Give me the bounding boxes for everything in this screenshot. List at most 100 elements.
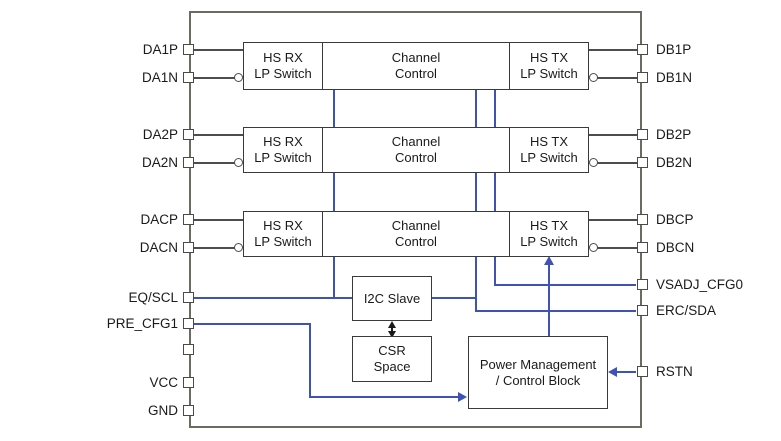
channel-c-row: HS RX LP Switch Channel Control HS TX LP… [243, 211, 589, 257]
block-label: HS TX [529, 218, 569, 233]
pin-label-db2n: DB2N [656, 155, 693, 170]
pin-label-da1n: DA1N [141, 70, 178, 85]
block-label: / Control Block [495, 372, 581, 388]
channel-2-row: HS RX LP Switch Channel Control HS TX LP… [243, 127, 589, 173]
block-label: CSR [378, 343, 406, 358]
bubble-icon [234, 243, 243, 252]
csr-space-block: CSR Space [352, 336, 432, 382]
pin-erc-sda [637, 305, 648, 316]
pin-wire [194, 77, 235, 79]
pre-cfg1-wire [194, 323, 311, 325]
pin-label-rstn: RSTN [656, 364, 693, 379]
bubble-icon [589, 243, 598, 252]
pin-dacp [183, 214, 194, 225]
pin-db1p [637, 44, 648, 55]
block-label: HS RX [263, 134, 303, 149]
pin-wire [194, 49, 243, 51]
pre-cfg1-wire [309, 396, 459, 398]
block-label: Control [395, 66, 437, 81]
pin-db2p [637, 129, 648, 140]
pin-db1n [637, 72, 648, 83]
signal-line [494, 257, 496, 286]
i2c-csr-link [391, 326, 393, 332]
block-label: HS TX [529, 134, 569, 149]
pin-wire [589, 134, 637, 136]
power-management-block: Power Management / Control Block [468, 336, 608, 409]
pin-dbcp [637, 214, 648, 225]
i2c-slave-block: I2C Slave [352, 276, 432, 321]
pin-wire [597, 162, 637, 164]
arrow-up-icon [388, 321, 396, 328]
signal-line [494, 90, 496, 127]
block-label: Channel [391, 50, 441, 65]
block-label: LP Switch [520, 66, 578, 81]
block-label: HS TX [529, 50, 569, 65]
block-label: Channel [391, 134, 441, 149]
channel-1-row: HS RX LP Switch Channel Control HS TX LP… [243, 42, 589, 90]
block-label: LP Switch [254, 66, 312, 81]
hs-rx-lp-switch-block: HS RX LP Switch [244, 128, 322, 172]
pin-wire [194, 219, 243, 221]
block-label: I2C Slave [363, 290, 421, 306]
vsadj-wire [494, 284, 636, 286]
pin-wire [589, 219, 637, 221]
pin-da1p [183, 44, 194, 55]
pin-label-da2n: DA2N [141, 155, 178, 170]
pin-dbcn [637, 242, 648, 253]
pin-da2n [183, 157, 194, 168]
block-label: LP Switch [254, 150, 312, 165]
pin-da1n [183, 72, 194, 83]
block-label: LP Switch [254, 234, 312, 249]
pin-label-erc-sda: ERC/SDA [656, 303, 717, 318]
pin-rstn [637, 366, 648, 377]
channel-control-block: Channel Control [322, 43, 510, 89]
hs-rx-lp-switch-block: HS RX LP Switch [244, 212, 322, 256]
arrow-down-icon [388, 331, 396, 338]
pin-wire [194, 247, 235, 249]
block-label: Power Management [479, 356, 597, 372]
hs-tx-lp-switch-block: HS TX LP Switch [510, 212, 588, 256]
bubble-icon [234, 73, 243, 82]
pin-da2p [183, 129, 194, 140]
pin-wire [194, 134, 243, 136]
pin-db2n [637, 157, 648, 168]
pin-label-dacn: DACN [139, 240, 178, 255]
bubble-icon [589, 73, 598, 82]
block-label: LP Switch [520, 234, 578, 249]
pin-label-dacp: DACP [140, 212, 178, 227]
rstn-wire [616, 371, 636, 373]
signal-line [475, 90, 477, 127]
pin-label-db2p: DB2P [656, 127, 692, 142]
eq-scl-wire [194, 297, 352, 299]
block-label: Channel [391, 218, 441, 233]
pin-unlabeled [183, 344, 194, 355]
pm-to-tx-wire [548, 264, 550, 336]
arrow-up-icon [544, 256, 554, 265]
signal-line [333, 90, 335, 127]
pin-label-da1p: DA1P [142, 42, 178, 57]
arrow-into-pm-icon [458, 392, 467, 402]
signal-line [333, 173, 335, 211]
pin-pre-cfg1 [183, 318, 194, 329]
bubble-icon [589, 158, 598, 167]
pin-wire [194, 162, 235, 164]
signal-line [475, 173, 477, 211]
pin-label-gnd: GND [148, 403, 178, 418]
pin-label-db1p: DB1P [656, 42, 692, 57]
pin-wire [597, 247, 637, 249]
pin-label-da2p: DA2P [142, 127, 178, 142]
pin-label-vcc: VCC [149, 375, 178, 390]
hs-tx-lp-switch-block: HS TX LP Switch [510, 128, 588, 172]
pin-eq-scl [183, 292, 194, 303]
pre-cfg1-wire [309, 323, 311, 398]
block-label: LP Switch [520, 150, 578, 165]
block-label: HS RX [263, 218, 303, 233]
pin-label-eq-scl: EQ/SCL [128, 290, 178, 305]
block-label: Space [373, 359, 411, 374]
pin-wire [589, 49, 637, 51]
bubble-icon [234, 158, 243, 167]
channel-control-block: Channel Control [322, 128, 510, 172]
hs-rx-lp-switch-block: HS RX LP Switch [244, 43, 322, 89]
pin-label-dbcn: DBCN [656, 240, 695, 255]
